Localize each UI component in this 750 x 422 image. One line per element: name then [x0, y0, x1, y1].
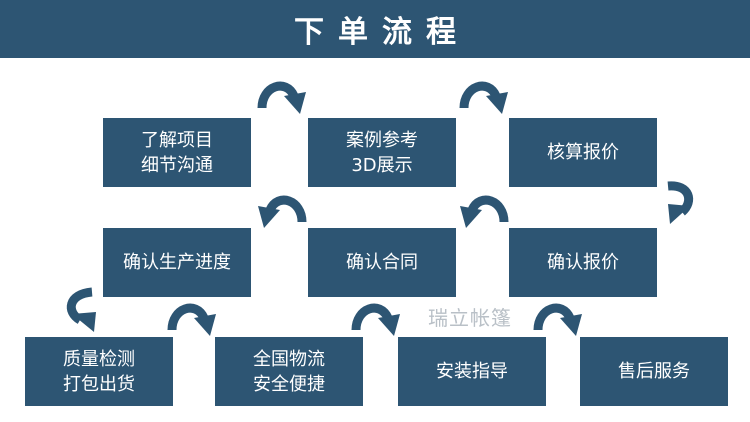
curved-arrow-left-icon	[460, 195, 509, 228]
step-label-line2: 细节沟通	[141, 154, 213, 176]
step-after-sales: 售后服务	[580, 337, 728, 406]
curved-arrow-right-icon	[167, 303, 216, 336]
step-quality-check: 质量检测 打包出货	[25, 337, 173, 406]
curved-arrow-right-icon	[257, 81, 306, 114]
step-label-line1: 确认报价	[547, 252, 619, 273]
curved-arrow-down-icon	[667, 181, 694, 224]
step-label-line1: 核算报价	[547, 142, 619, 163]
curved-arrow-right-icon	[459, 81, 508, 114]
step-label-line1: 质量检测	[63, 348, 135, 370]
step-label-line1: 售后服务	[618, 361, 690, 382]
curved-arrow-right-icon	[533, 303, 582, 336]
step-case-reference: 案例参考 3D展示	[308, 118, 456, 187]
curved-arrow-left-icon	[258, 195, 307, 228]
step-label-line1: 安装指导	[436, 361, 508, 382]
step-label-line1: 案例参考	[346, 129, 418, 151]
step-installation-guide: 安装指导	[398, 337, 546, 406]
title-banner: 下单流程	[0, 0, 750, 58]
step-label-line2: 3D展示	[351, 154, 413, 176]
step-label-line1: 全国物流	[253, 348, 325, 370]
step-label-line2: 安全便捷	[253, 373, 325, 395]
step-confirm-contract: 确认合同	[308, 228, 456, 297]
step-confirm-production: 确认生产进度	[103, 228, 251, 297]
curved-arrow-right-icon	[351, 303, 400, 336]
step-label-line1: 确认生产进度	[123, 252, 231, 273]
step-label-line1: 了解项目	[141, 129, 213, 151]
watermark-text: 瑞立帐篷	[428, 306, 512, 330]
step-confirm-quote: 确认报价	[509, 228, 657, 297]
step-calculate-quote: 核算报价	[509, 118, 657, 187]
curved-arrow-down-icon	[66, 287, 96, 332]
step-understand-project: 了解项目 细节沟通	[103, 118, 251, 187]
step-label-line2: 打包出货	[63, 373, 135, 395]
page-title: 下单流程	[294, 15, 470, 50]
step-label-line1: 确认合同	[346, 252, 418, 273]
step-logistics: 全国物流 安全便捷	[215, 337, 363, 406]
